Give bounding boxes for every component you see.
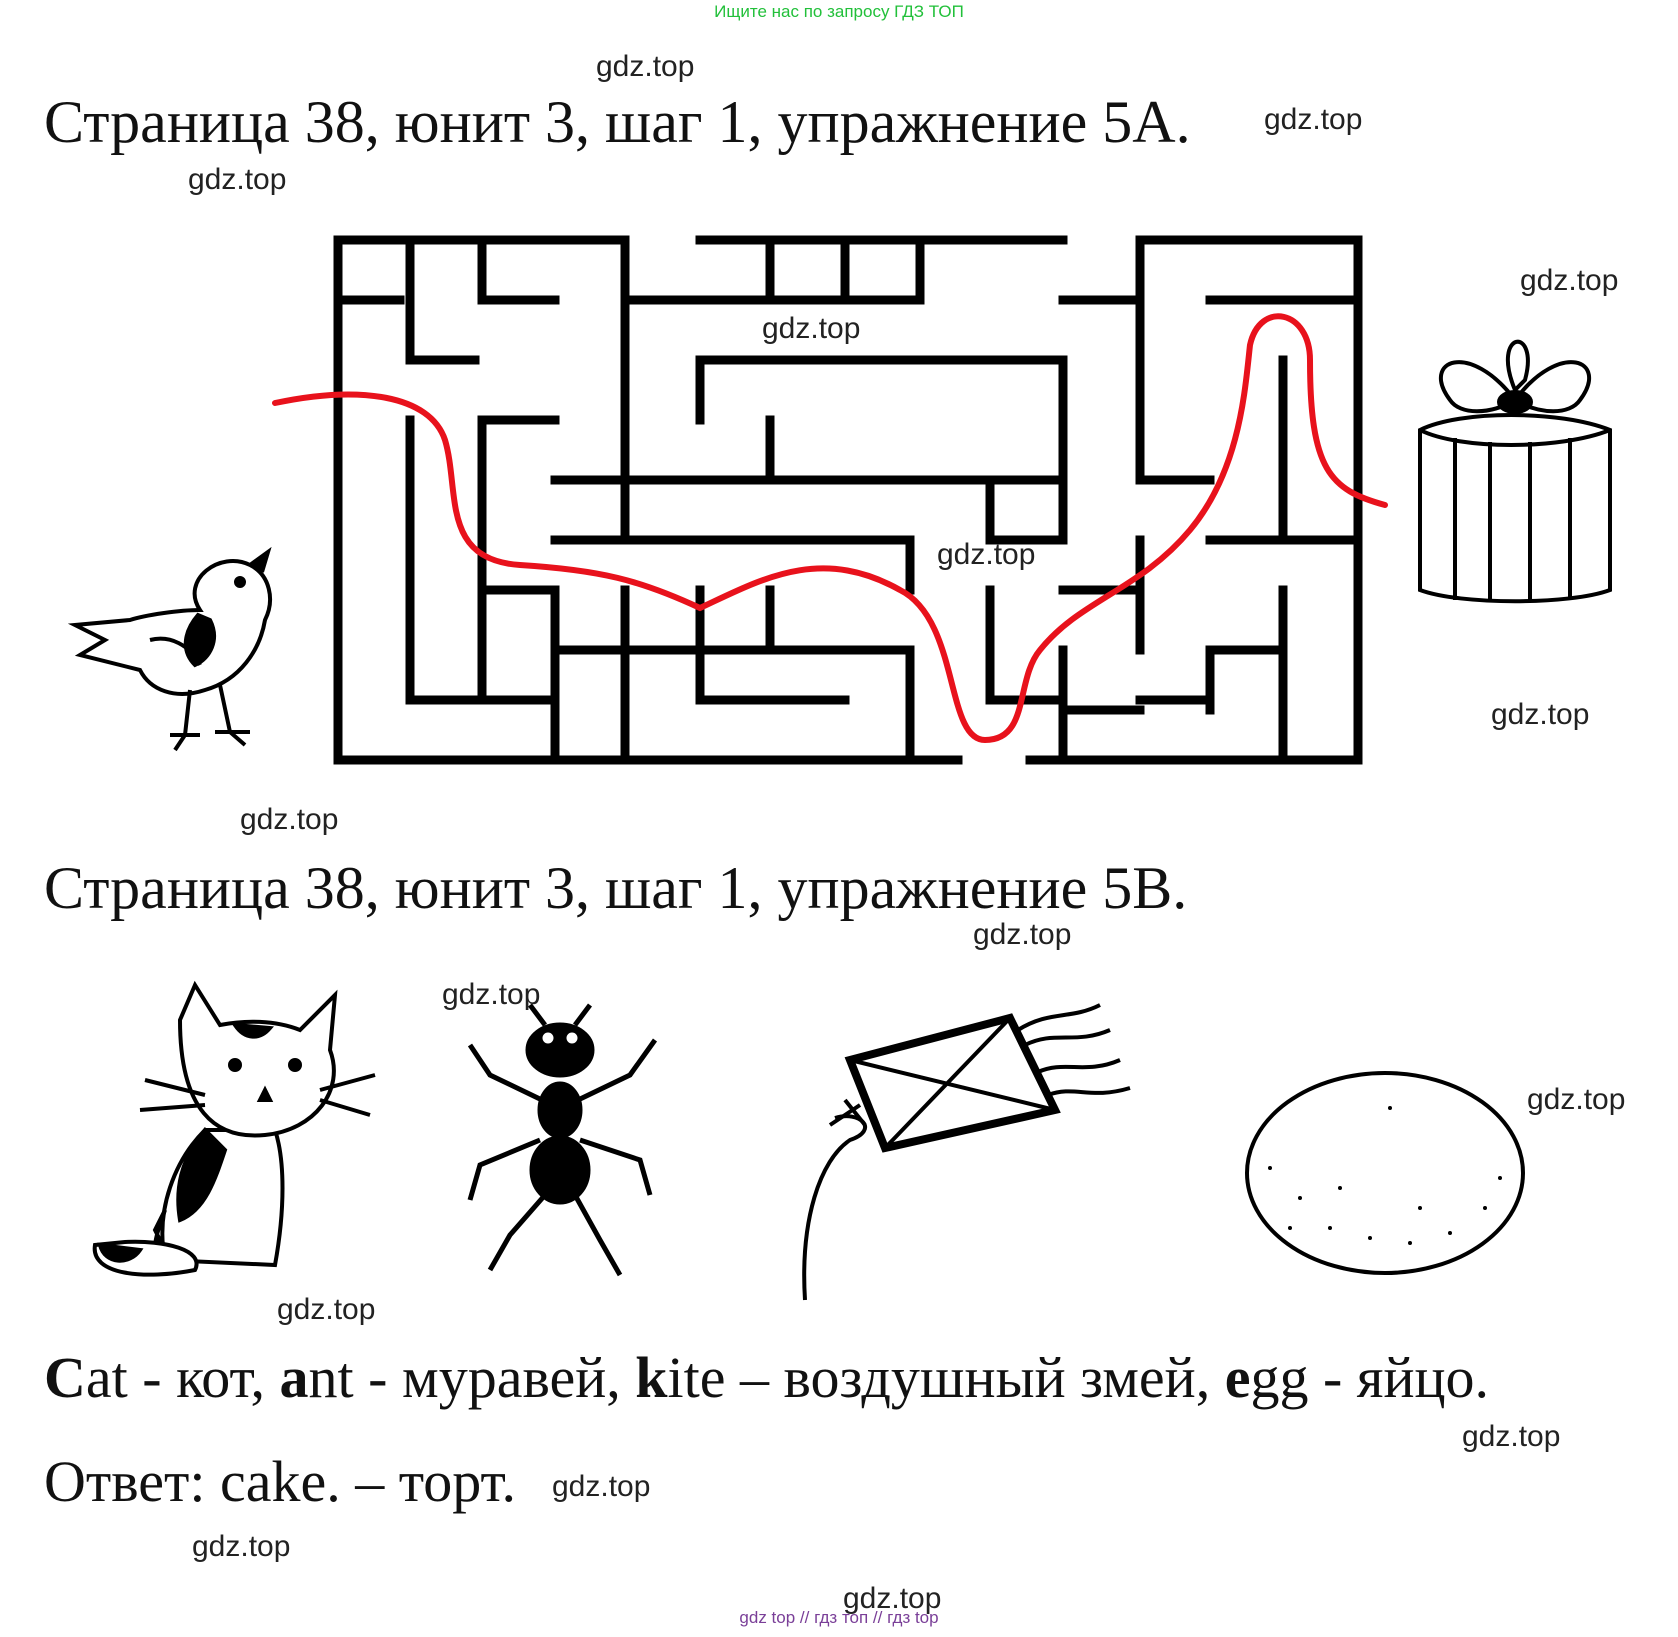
answer-line: Ответ: cake. – торт. — [44, 1449, 517, 1514]
watermark: gdz.top — [277, 1293, 376, 1326]
word-ant: ant - муравей, — [279, 1345, 636, 1410]
cat-icon — [92, 980, 376, 1277]
watermark: gdz.top — [1264, 103, 1363, 136]
bird-icon — [67, 546, 272, 752]
gift-icon — [1418, 339, 1612, 604]
vocabulary-line: Cat - кот, ant - муравей, kite – воздушн… — [44, 1344, 1489, 1411]
watermark: gdz.top — [1462, 1420, 1561, 1453]
watermark: gdz.top — [1520, 264, 1619, 297]
egg-icon — [1245, 1071, 1525, 1275]
maze — [272, 235, 1388, 765]
word-cat: Cat - кот, — [44, 1345, 280, 1410]
maze-solution-path — [272, 313, 1388, 744]
watermark: gdz.top — [442, 978, 541, 1011]
watermark: gdz.top — [762, 312, 861, 345]
kite-icon — [802, 1003, 1131, 1301]
watermark: gdz.top — [843, 1582, 942, 1615]
exercise-b-title: Страница 38, юнит 3, шаг 1, упражнение 5… — [44, 855, 1188, 921]
word-kite: kite – воздушный змей, — [635, 1345, 1225, 1410]
watermark: gdz.top — [240, 803, 339, 836]
watermark: gdz.top — [596, 50, 695, 83]
watermark: gdz.top — [937, 538, 1036, 571]
watermark: gdz.top — [973, 918, 1072, 951]
watermark: gdz.top — [192, 1530, 291, 1563]
watermark: gdz.top — [552, 1470, 651, 1503]
word-egg: egg - яйцо. — [1224, 1345, 1490, 1410]
footer-links[interactable]: gdz top // гдз топ // гдз top — [739, 1608, 939, 1627]
watermark: gdz.top — [188, 163, 287, 196]
exercise-a-title: Страница 38, юнит 3, шаг 1, упражнение 5… — [44, 89, 1191, 155]
top-banner[interactable]: Ищите нас по запросу ГДЗ ТОП — [714, 2, 964, 21]
ant-icon — [467, 1003, 658, 1277]
watermark: gdz.top — [1491, 698, 1590, 731]
watermark: gdz.top — [1527, 1083, 1626, 1116]
